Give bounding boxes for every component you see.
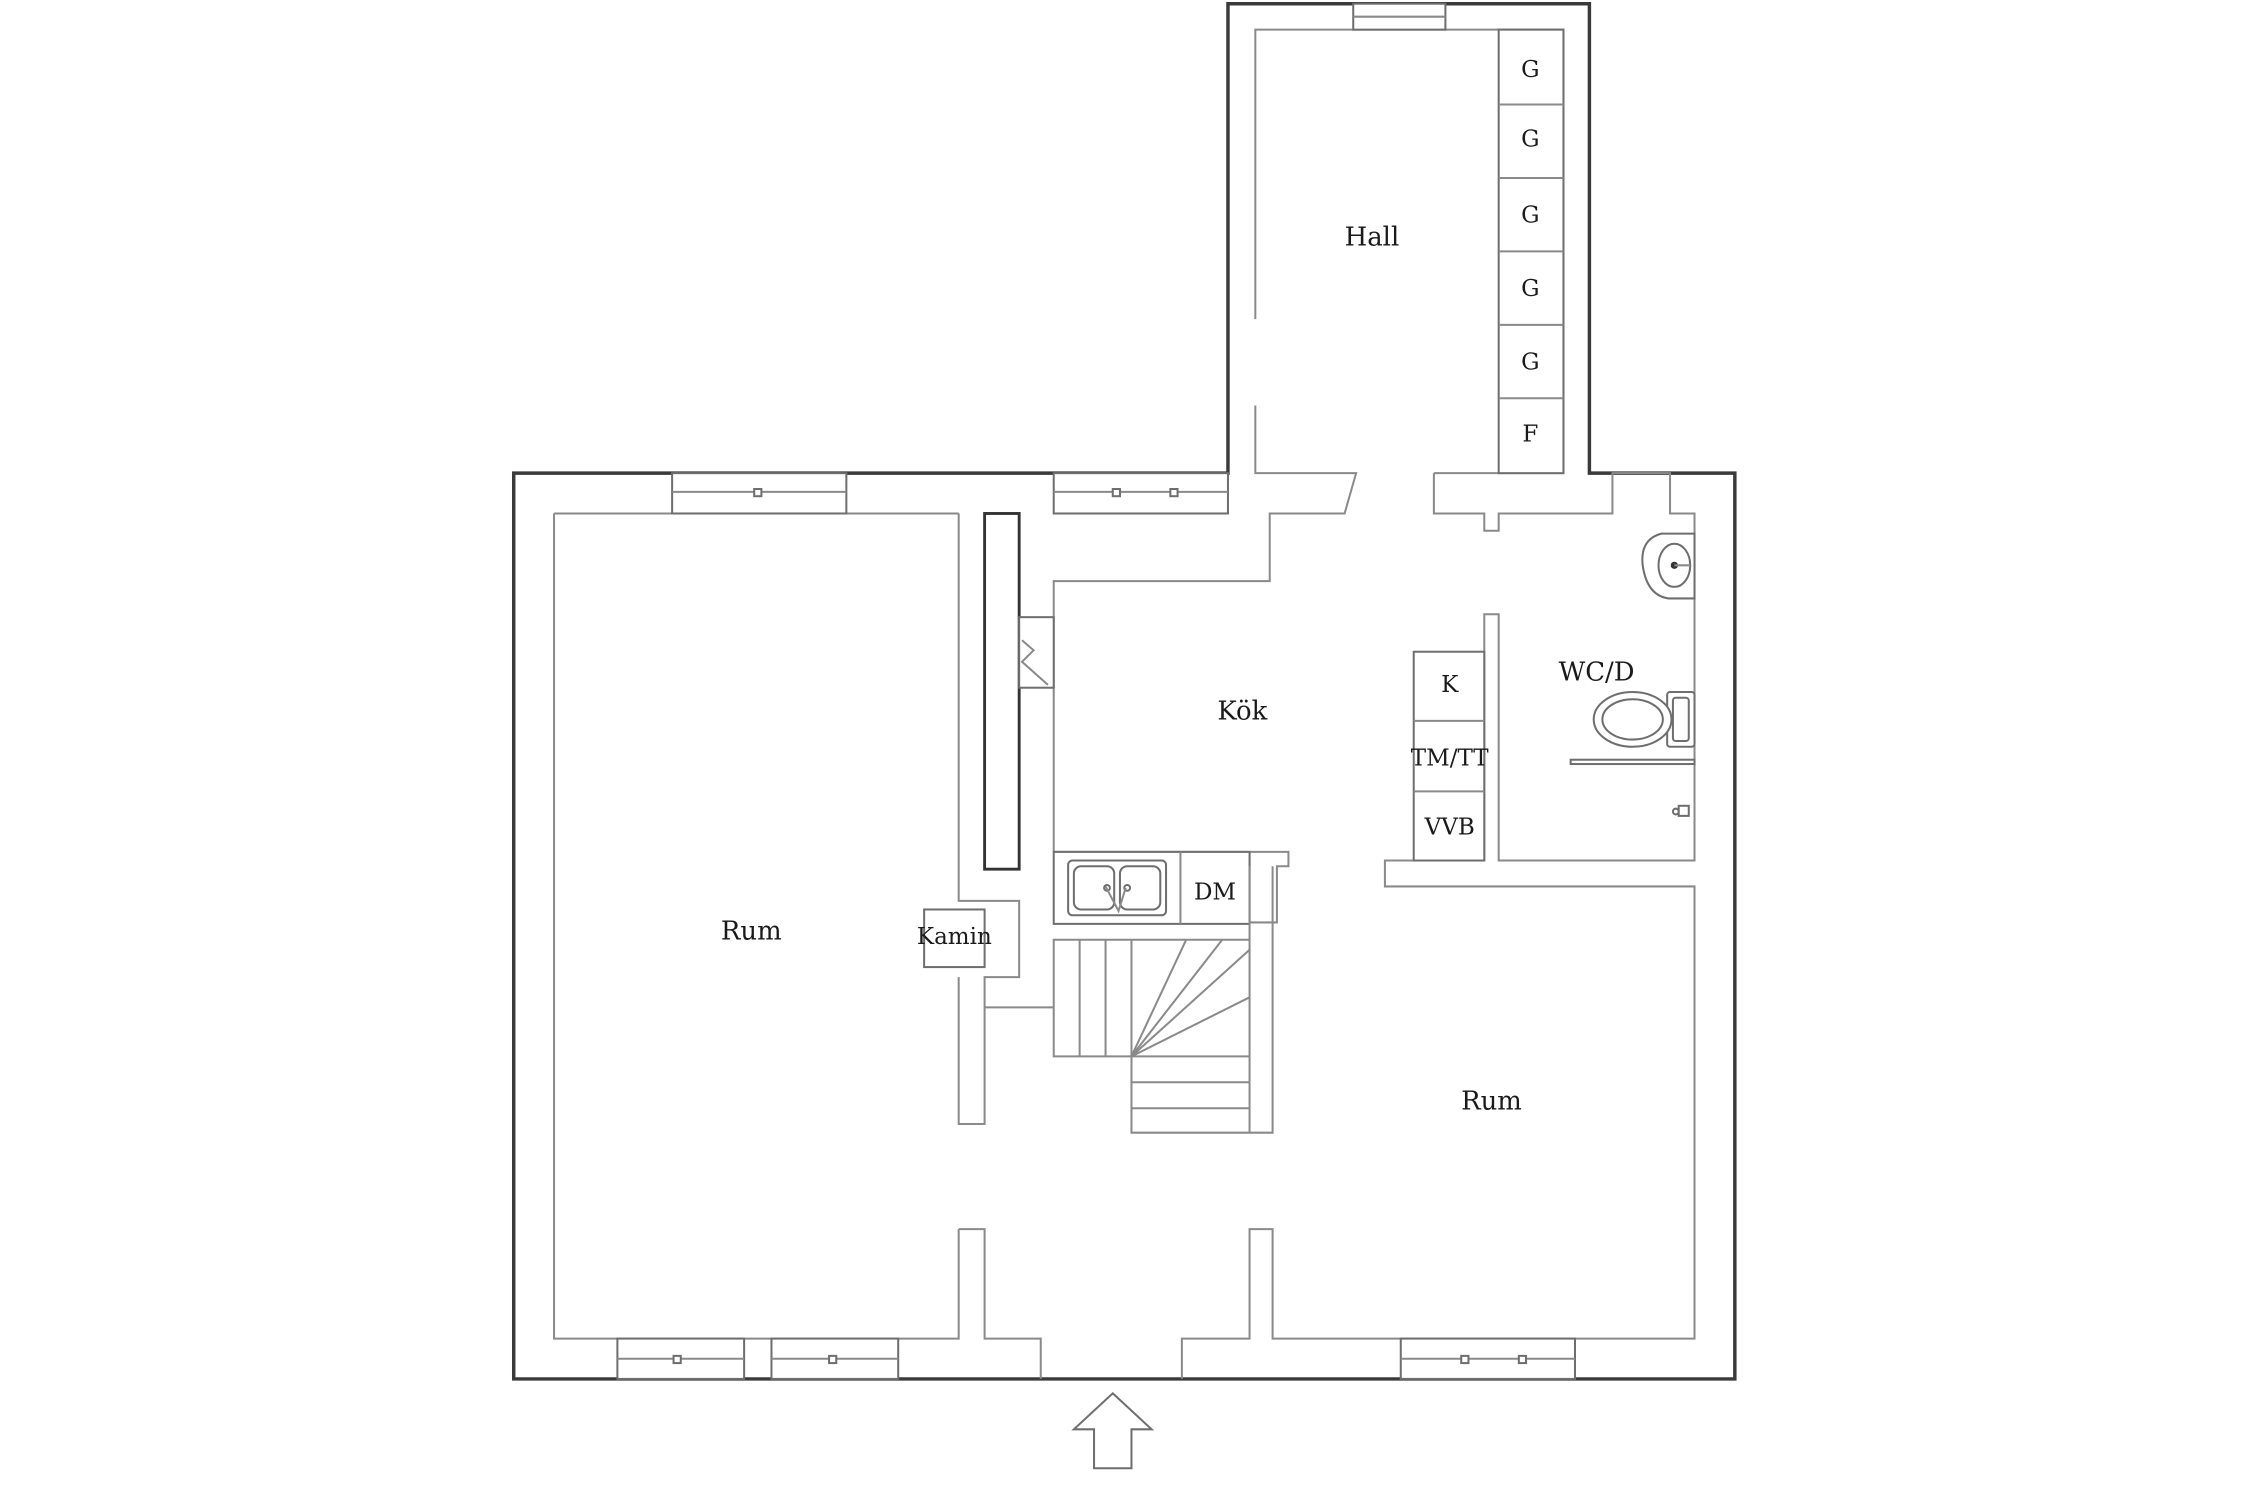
wc-toilet <box>1592 691 1696 748</box>
room-label-room-right: Rum <box>1461 1087 1522 1117</box>
window-hall-top <box>1352 2 1447 31</box>
window-bottom-left-2 <box>770 1337 900 1380</box>
fireplace-label: Kamin <box>917 924 992 950</box>
wardrobe-column: G G G G G F <box>1497 28 1565 475</box>
kitchen-units: K TM/TT VVB <box>1411 650 1489 862</box>
unit-label: VVB <box>1424 815 1475 841</box>
wardrobe-label: G <box>1521 126 1539 152</box>
shower <box>1569 758 1696 817</box>
window-top-mid <box>1052 472 1229 515</box>
sink-counter: DM <box>1052 850 1290 925</box>
entrance-arrow-icon <box>1071 1391 1155 1470</box>
dishwasher-label: DM <box>1194 879 1236 905</box>
wardrobe-label: G <box>1521 57 1539 83</box>
room-label-hall: Hall <box>1345 223 1400 253</box>
window-bottom-left-1 <box>616 1337 746 1380</box>
wardrobe-label: G <box>1521 349 1539 375</box>
wc-sink <box>1641 532 1696 600</box>
room-label-kitchen: Kök <box>1217 696 1267 726</box>
room-label-room-left: Rum <box>721 917 782 947</box>
unit-label: TM/TT <box>1411 745 1489 771</box>
room-label-wc: WC/D <box>1559 658 1635 688</box>
kitchen-counter-left <box>983 512 1055 871</box>
exterior-wall <box>511 1 1737 1381</box>
wardrobe-label: G <box>1521 203 1539 229</box>
staircase <box>1052 866 1274 1134</box>
unit-label: K <box>1441 672 1459 698</box>
entrance-wall-line <box>958 1228 1042 1379</box>
wardrobe-label: F <box>1522 421 1538 447</box>
window-top-left <box>671 472 848 515</box>
fireplace: Kamin <box>917 908 992 969</box>
window-bottom-right <box>1399 1337 1577 1380</box>
wardrobe-label: G <box>1521 276 1539 302</box>
